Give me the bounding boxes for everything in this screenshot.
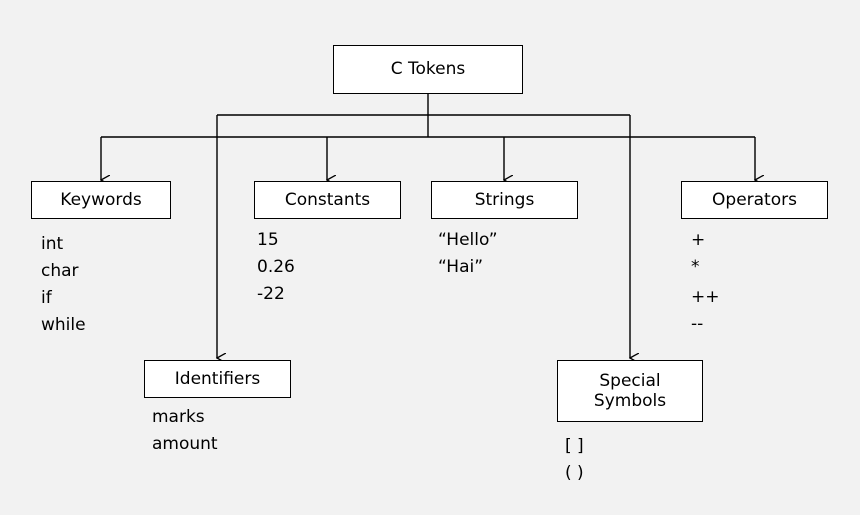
example-item: 15 [257, 230, 279, 250]
example-item: ++ [691, 287, 720, 307]
example-item: [ ] [565, 436, 584, 456]
example-item: marks [152, 407, 205, 427]
keywords-examples: int char if while [41, 231, 86, 339]
identifiers-label: Identifiers [174, 368, 261, 389]
example-item: if [41, 288, 52, 308]
example-item: char [41, 261, 79, 281]
strings-box: Strings [431, 181, 578, 219]
root-label: C Tokens [390, 59, 466, 80]
strings-examples: “Hello” “Hai” [438, 227, 498, 281]
example-item: “Hello” [438, 230, 498, 250]
special-symbols-label: Special Symbols [593, 370, 667, 411]
example-item: 0.26 [257, 257, 295, 277]
strings-label: Strings [474, 189, 535, 210]
operators-examples: + * ++ -- [691, 227, 720, 338]
operators-box: Operators [681, 181, 828, 219]
keywords-label: Keywords [60, 189, 142, 210]
constants-examples: 15 0.26 -22 [257, 227, 295, 308]
example-item: “Hai” [438, 257, 484, 277]
example-item: -- [691, 314, 704, 334]
example-item: ( ) [565, 463, 584, 483]
special-symbols-box: Special Symbols [557, 360, 703, 422]
identifiers-box: Identifiers [144, 360, 291, 398]
operators-label: Operators [712, 189, 797, 210]
constants-box: Constants [254, 181, 401, 219]
example-item: -22 [257, 284, 285, 304]
keywords-box: Keywords [31, 181, 171, 219]
example-item: + [691, 230, 706, 250]
special-symbols-examples: [ ] ( ) [565, 433, 584, 487]
root-box: C Tokens [333, 45, 523, 94]
example-item: while [41, 315, 86, 335]
example-item: * [691, 257, 700, 277]
example-item: int [41, 234, 64, 254]
constants-label: Constants [284, 189, 371, 210]
example-item: amount [152, 434, 218, 454]
identifiers-examples: marks amount [152, 404, 218, 458]
